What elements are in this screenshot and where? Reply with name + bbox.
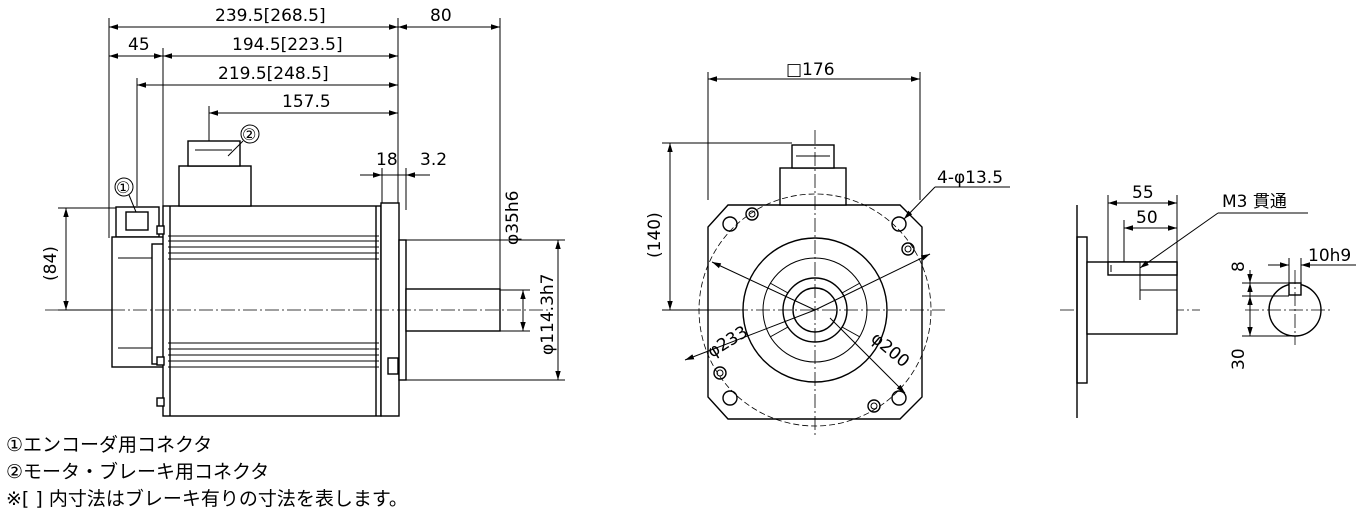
dim-overall: 239.5[268.5] (215, 6, 326, 26)
dim-connector-pos: 157.5 (282, 92, 331, 112)
shaft-detail: 55 50 M3 貫通 (1060, 183, 1308, 418)
dim-height: (84) (41, 246, 61, 281)
dim-tap: M3 貫通 (1222, 192, 1287, 212)
marker-encoder: ① (116, 178, 130, 197)
dim-holes: 4-φ13.5 (937, 168, 1003, 188)
dim-square: □176 (786, 60, 835, 80)
dim-section-height: 30 (1229, 348, 1249, 370)
dim-body1: 194.5[223.5] (232, 35, 343, 55)
dim-key-width: 10h9 (1308, 246, 1351, 266)
front-view: □176 (140) (645, 60, 1010, 435)
dim-spigot: 3.2 (420, 150, 447, 170)
mounting-holes (713, 207, 915, 413)
dim-front-height: (140) (645, 212, 665, 258)
shaft-section: 10h9 8 30 (1229, 246, 1356, 370)
note-power: ②モータ・ブレーキ用コネクタ (6, 461, 270, 483)
notes: ①エンコーダ用コネクタ ②モータ・ブレーキ用コネクタ ※[ ] 内寸法はブレーキ… (6, 432, 408, 513)
dim-shaft-dia: φ35h6 (503, 191, 523, 245)
marker-power: ② (242, 125, 256, 144)
note-encoder: ①エンコーダ用コネクタ (6, 434, 213, 456)
dim-depth: 8 (1229, 261, 1249, 272)
dim-key-len2: 50 (1136, 208, 1158, 228)
dim-spigot-dia: φ114.3h7 (538, 274, 558, 355)
dim-flange-thick: 18 (376, 150, 398, 170)
dim-body2: 219.5[248.5] (218, 64, 329, 84)
dim-pcd: φ233 (704, 322, 752, 362)
dim-key-len: 55 (1132, 183, 1154, 203)
note-brackets: ※[ ] 内寸法はブレーキ有りの寸法を表します。 (6, 488, 408, 510)
dim-shaft: 80 (430, 6, 452, 26)
dim-encoder-offset: 45 (128, 35, 150, 55)
side-view: 239.5[268.5] 80 45 194.5[223.5] 219.5[24… (41, 6, 565, 417)
dim-bore: φ200 (867, 329, 913, 372)
